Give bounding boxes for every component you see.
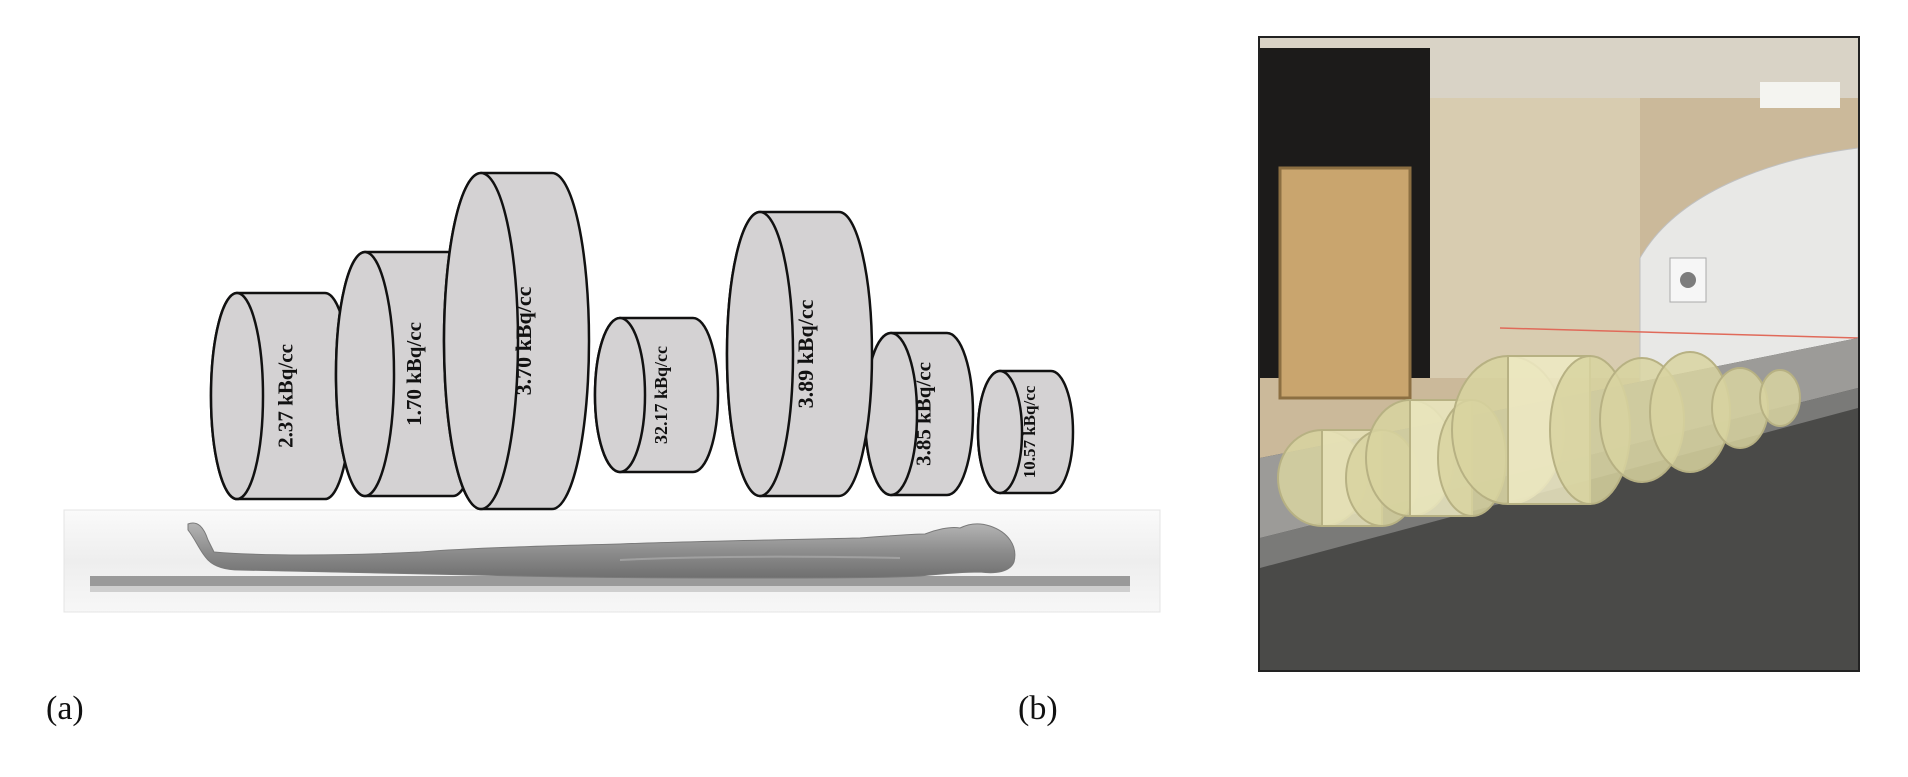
reclining-human-silhouette-icon [187,522,1016,579]
phantom-cylinder-c7: 10.57 kBq/cc [976,369,1075,495]
panel-label-b: (b) [1018,690,1058,727]
phantom-cylinder-c3: 3.70 kBq/cc [442,171,591,511]
cylinder-face [593,316,647,474]
panel-label-a: (a) [46,690,84,727]
phantom-cylinders: 2.37 kBq/cc 1.70 kBq/cc 3.70 kBq/cc 32.17 k… [209,171,1075,511]
activity-label: 32.17 kBq/cc [651,346,671,444]
activity-label: 3.85 kBq/cc [911,362,935,466]
activity-label: 2.37 kBq/cc [273,344,297,448]
activity-label: 3.70 kBq/cc [511,286,536,395]
cylinder-face [725,210,795,498]
phantom-cylinder-c1: 2.37 kBq/cc [209,291,353,501]
activity-label: 1.70 kBq/cc [402,322,426,426]
phantom-cylinder-c6: 3.85 kBq/cc [863,331,975,497]
cylinder-face [334,250,396,498]
cylinder-face [209,291,265,501]
cylinder-face [442,171,520,511]
phantom-diagram: 2.37 kBq/cc 1.70 kBq/cc 3.70 kBq/cc 32.17 k… [63,171,1161,613]
phantom-cylinder-c5: 3.89 kBq/cc [725,210,874,498]
activity-label: 3.89 kBq/cc [793,299,818,408]
activity-label: 10.57 kBq/cc [1020,385,1039,478]
phantom-on-scanner-bed-photo [1258,36,1860,672]
cylinder-face [976,369,1024,495]
phantom-cylinder-c4: 32.17 kBq/cc [593,316,720,474]
